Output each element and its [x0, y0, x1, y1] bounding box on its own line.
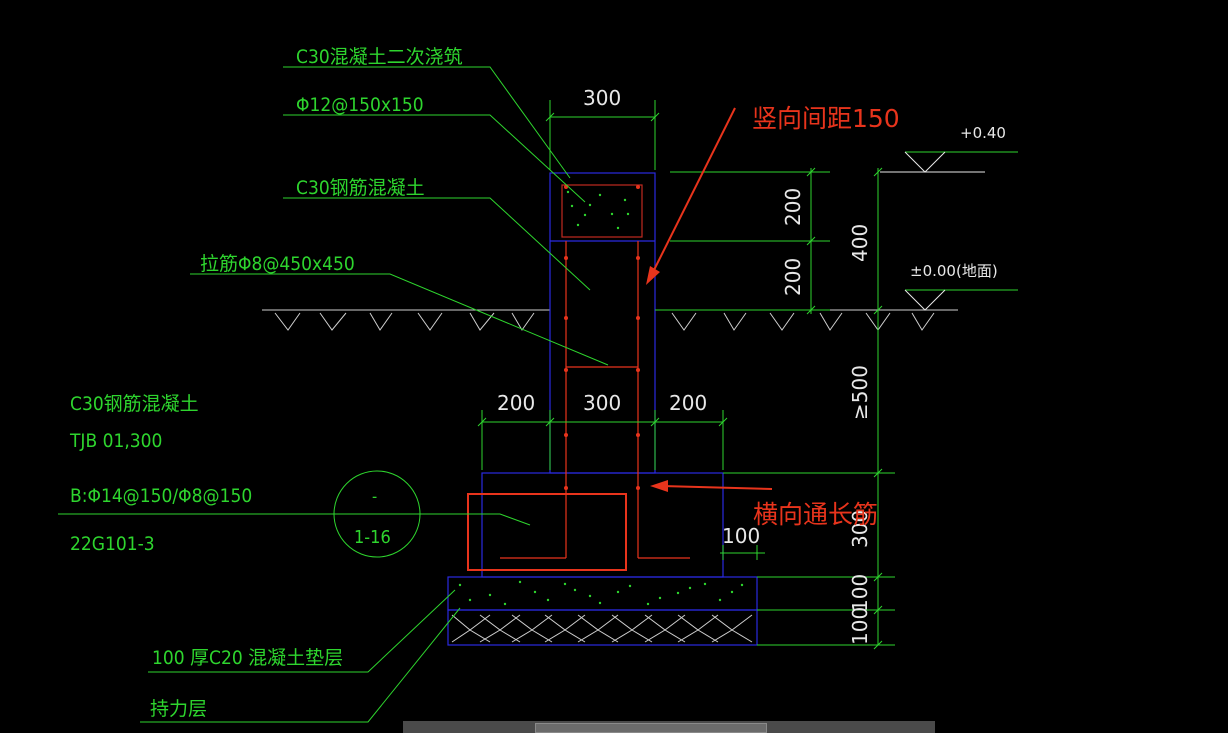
dim-400: 400: [848, 224, 872, 262]
concrete-speckle: [533, 590, 537, 594]
annotation-vertical-spacing: 竖向间距150: [752, 104, 900, 133]
concrete-speckle: [503, 602, 507, 606]
cushion-speckle: [458, 190, 744, 606]
dim-offset-100: 100: [722, 524, 760, 548]
vertical-dims: 200 200 400 ≥500 300 100 100: [781, 188, 872, 645]
detail-number-bottom: 1-16: [354, 527, 391, 548]
label-code: 22G101-3: [70, 533, 155, 555]
concrete-speckle: [676, 591, 680, 595]
detail-number-top: -: [372, 487, 377, 506]
concrete-speckle: [598, 601, 602, 605]
horizontal-scrollbar[interactable]: [403, 721, 935, 733]
dim-base-mid: 300: [583, 391, 621, 415]
dim-base-right: 200: [669, 391, 707, 415]
dim-base-left: 200: [497, 391, 535, 415]
label-rebar-b: B:Φ14@150/Φ8@150: [70, 485, 252, 507]
label-phi12-mesh: Φ12@150x150: [296, 94, 424, 116]
annotation-arrows: [646, 107, 773, 492]
dim-100b: 100: [848, 607, 872, 645]
concrete-speckle: [576, 223, 580, 227]
annotation-horizontal-bar: 横向通长筋: [753, 500, 878, 529]
concrete-speckle: [570, 204, 574, 208]
dim-top-width: 300: [583, 86, 621, 110]
concrete-speckle: [616, 590, 620, 594]
rebar: [500, 184, 690, 559]
concrete-speckle: [623, 198, 627, 202]
concrete-speckle: [563, 582, 567, 586]
elev-top: +0.40: [960, 124, 1006, 142]
dimension-lines: [477, 100, 1018, 650]
concrete-speckle: [628, 584, 632, 588]
concrete-speckle: [583, 213, 587, 217]
concrete-speckle: [598, 193, 602, 197]
concrete-speckle: [518, 580, 522, 584]
concrete-speckle: [488, 593, 492, 597]
label-c30-rc: C30钢筋混凝土: [296, 177, 425, 199]
elev-ground: ±0.00(地面): [910, 262, 998, 280]
label-cushion: 100 厚C20 混凝土垫层: [152, 647, 343, 669]
concrete-speckle: [740, 583, 744, 587]
label-tjb: TJB 01,300: [69, 430, 162, 452]
concrete-speckle: [646, 602, 650, 606]
dim-200b: 200: [781, 258, 805, 296]
concrete-speckle: [546, 598, 550, 602]
ground-hatch: [262, 309, 958, 331]
concrete-speckle: [610, 212, 614, 216]
label-bearing-layer: 持力层: [150, 698, 207, 720]
concrete-speckle: [718, 598, 722, 602]
concrete-speckle: [626, 212, 630, 216]
concrete-outline: [447, 172, 758, 646]
dim-300v: 300: [848, 510, 872, 548]
concrete-speckle: [588, 594, 592, 598]
concrete-speckle: [658, 596, 662, 600]
rebar-dots: [564, 185, 640, 490]
label-tie-bar: 拉筋Φ8@450x450: [200, 253, 355, 275]
scrollbar-thumb[interactable]: [535, 723, 767, 733]
concrete-speckle: [458, 583, 462, 587]
dim-500: ≥500: [848, 365, 872, 420]
concrete-speckle: [566, 190, 570, 194]
concrete-speckle: [588, 203, 592, 207]
elevation-markers: [880, 151, 985, 311]
concrete-speckle: [730, 590, 734, 594]
dim-100a: 100: [848, 574, 872, 612]
label-c30-second-pour: C30混凝土二次浇筑: [296, 46, 463, 68]
highlight-box: [467, 493, 627, 571]
concrete-speckle: [573, 588, 577, 592]
concrete-speckle: [688, 586, 692, 590]
bearing-layer-hatch: [451, 614, 753, 643]
concrete-speckle: [616, 226, 620, 230]
dim-200a: 200: [781, 188, 805, 226]
detail-callout: [333, 470, 421, 558]
concrete-speckle: [468, 598, 472, 602]
label-left-c30-rc: C30钢筋混凝土: [70, 393, 199, 415]
concrete-speckle: [703, 582, 707, 586]
leader-lines: [58, 66, 609, 723]
